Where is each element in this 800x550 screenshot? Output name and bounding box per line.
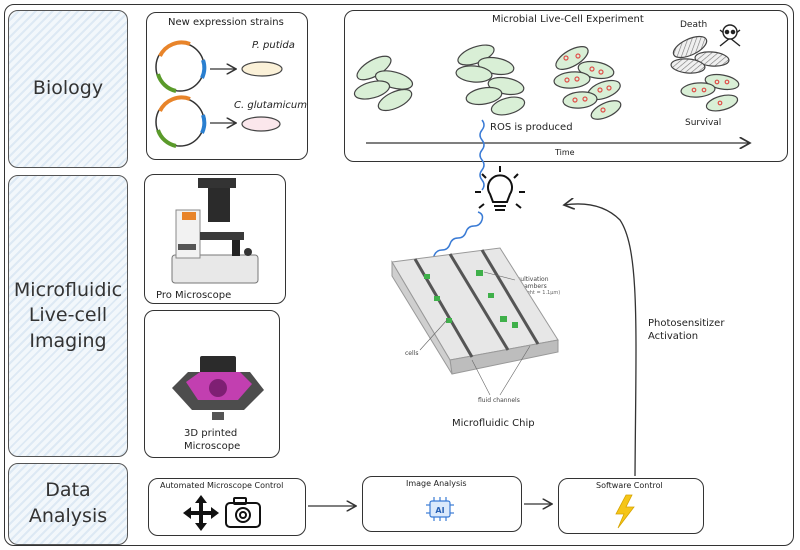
photosensitizer-line2: Activation <box>648 331 699 342</box>
chip-chambers-line1: cultivation <box>517 276 549 283</box>
pro-microscope-panel <box>144 174 286 304</box>
section-imaging: Microfluidic Live-cell Imaging <box>8 175 128 457</box>
photosensitizer-line1: Photosensitizer <box>648 318 725 329</box>
strains-panel <box>146 12 308 160</box>
section-data-analysis: Data Analysis <box>8 463 128 545</box>
section-imaging-line3: Imaging <box>29 329 107 352</box>
ros-label: ROS is produced <box>490 122 573 133</box>
strain-putida-label: P. putida <box>252 40 295 51</box>
section-imaging-line2: Live-cell <box>28 304 108 327</box>
pro-microscope-label: Pro Microscope <box>156 290 232 301</box>
software-control-title: Software Control <box>596 481 663 490</box>
image-analysis-title: Image Analysis <box>406 479 467 488</box>
strains-title: New expression strains <box>168 17 284 28</box>
microscope-control-title: Automated Microscope Control <box>160 481 284 490</box>
experiment-panel <box>344 10 788 162</box>
section-data-line1: Data <box>45 479 91 502</box>
survival-label: Survival <box>685 118 722 128</box>
printed-microscope-line2: Microscope <box>184 441 241 452</box>
chip-chambers-line3: (height = 1.1μm) <box>517 290 561 296</box>
death-label: Death <box>680 20 708 30</box>
section-biology-label: Biology <box>32 77 104 100</box>
chip-title: Microfluidic Chip <box>452 418 535 429</box>
strain-glutamicum-label: C. glutamicum <box>234 100 307 111</box>
printed-microscope-line1: 3D printed <box>184 428 238 439</box>
chip-channels-label: fluid channels <box>478 397 520 404</box>
section-data-line2: Analysis <box>28 505 108 527</box>
experiment-title: Microbial Live-Cell Experiment <box>492 14 644 25</box>
chip-chambers-line2: chambers <box>517 283 547 290</box>
time-label: Time <box>555 148 575 157</box>
section-imaging-line1: Microfluidic <box>13 278 123 301</box>
section-biology: Biology <box>8 10 128 168</box>
chip-cells-label: cells <box>405 350 419 357</box>
